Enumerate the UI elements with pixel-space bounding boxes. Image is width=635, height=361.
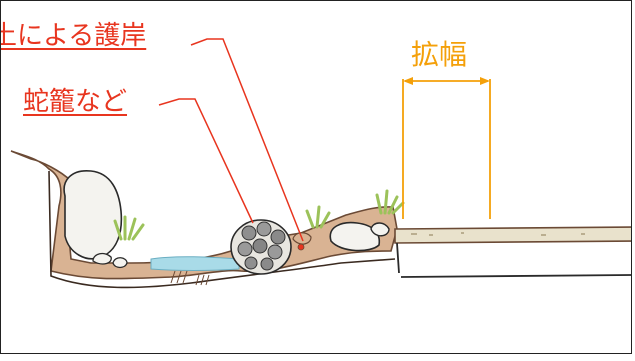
right-rock-small-icon: [370, 222, 390, 237]
gabion-basket-icon: [230, 219, 292, 275]
river-water: [150, 256, 240, 271]
road-texture: [411, 232, 585, 236]
riverbed-scratches: [170, 270, 210, 286]
subgrade-line: [396, 242, 631, 278]
label-widening: 拡幅: [411, 38, 468, 71]
grass-tuft-left-icon: [113, 215, 145, 241]
river-cross-section: [10, 38, 631, 289]
leader-gabion: [158, 98, 254, 224]
widened-road-bed: [394, 226, 631, 244]
label-earth-revetment: 土による護岸: [0, 21, 147, 51]
label-gabion: 蛇籠など: [23, 87, 128, 117]
widening-dimension: [402, 77, 491, 219]
lower-bank-line: [48, 170, 396, 289]
left-rock-icon: [63, 170, 123, 260]
grass-tuft-right-icon: [375, 189, 405, 215]
diagram-frame: 土による護岸 蛇籠など 拡幅: [0, 0, 632, 354]
grass-tuft-middle-icon: [305, 205, 331, 229]
leader-earth-revetment: [190, 38, 304, 242]
small-rocks-left-icon: [92, 252, 128, 269]
revetment-stone-icon: [297, 243, 305, 251]
